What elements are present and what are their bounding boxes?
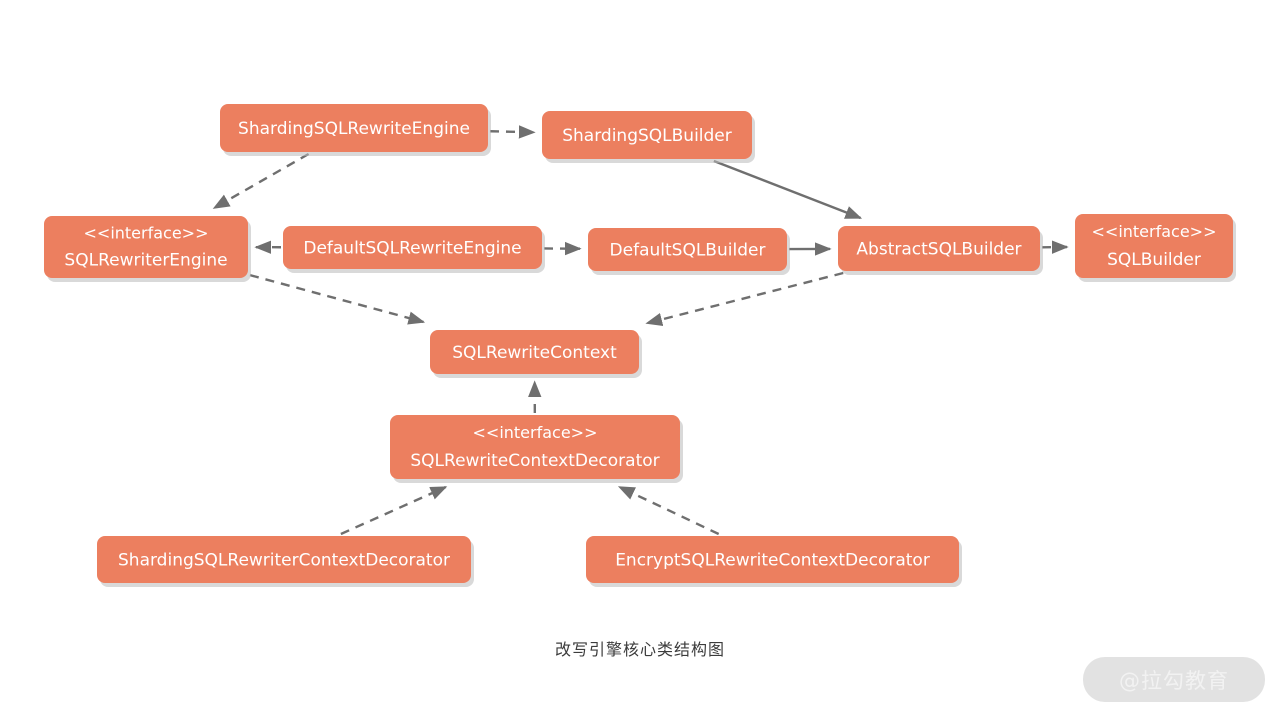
node-box[interactable] — [838, 226, 1040, 271]
class-node-ShardingSQLRewriteEngine[interactable]: ShardingSQLRewriteEngine — [220, 104, 491, 156]
edge-ShardingSQLRewriteEngine-to-SQLRewriterEngine — [212, 152, 310, 210]
node-name: SQLRewriteContextDecorator — [410, 451, 659, 471]
class-node-AbstractSQLBuilder[interactable]: AbstractSQLBuilder — [838, 226, 1043, 275]
node-stereotype: <<interface>> — [1092, 222, 1217, 241]
node-stereotype: <<interface>> — [84, 223, 209, 242]
class-node-SQLRewriteContext[interactable]: SQLRewriteContext — [430, 330, 642, 378]
class-node-SQLRewriterEngine[interactable]: <<interface>> SQLRewriterEngine — [44, 216, 251, 282]
watermark-text: @拉勾教育 — [1119, 668, 1229, 693]
class-node-EncryptSQLRewriteContextDecorator[interactable]: EncryptSQLRewriteContextDecorator — [586, 536, 962, 587]
edge-ShardingSQLBuilder-to-AbstractSQLBuilder — [713, 159, 863, 220]
watermark-badge: @拉勾教育 — [1083, 657, 1265, 702]
edge-ShardingSQLRewriteEngine-to-ShardingSQLBuilder — [489, 125, 536, 139]
edge-AbstractSQLBuilder-to-SQLRewriteContext — [645, 271, 844, 326]
class-node-ShardingSQLRewriterContextDecorator[interactable]: ShardingSQLRewriterContextDecorator — [97, 536, 474, 587]
node-name: ShardingSQLRewriteEngine — [238, 119, 470, 139]
node-name: SQLRewriterEngine — [64, 251, 227, 271]
node-name: DefaultSQLBuilder — [610, 241, 766, 261]
node-box[interactable] — [542, 111, 752, 159]
node-layer: ShardingSQLRewriteEngine ShardingSQLBuild… — [44, 104, 1236, 587]
node-name: ShardingSQLBuilder — [562, 126, 732, 146]
node-box[interactable] — [220, 104, 488, 152]
edge-layer — [212, 125, 1069, 536]
node-box[interactable] — [97, 536, 471, 583]
node-name: ShardingSQLRewriterContextDecorator — [118, 551, 450, 571]
node-name: DefaultSQLRewriteEngine — [303, 239, 521, 259]
node-box[interactable] — [588, 228, 787, 271]
edge-SQLRewriterEngine-to-SQLRewriteContext — [249, 273, 426, 325]
node-stereotype: <<interface>> — [473, 423, 598, 442]
class-node-DefaultSQLBuilder[interactable]: DefaultSQLBuilder — [588, 228, 790, 275]
class-node-SQLRewriteContextDecorator[interactable]: <<interface>> SQLRewriteContextDecorator — [390, 415, 683, 483]
node-box[interactable] — [44, 216, 248, 278]
class-node-SQLBuilder[interactable]: <<interface>> SQLBuilder — [1075, 214, 1236, 282]
class-node-DefaultSQLRewriteEngine[interactable]: DefaultSQLRewriteEngine — [283, 226, 545, 273]
node-name: AbstractSQLBuilder — [856, 240, 1021, 260]
node-name: SQLBuilder — [1107, 250, 1201, 270]
edge-ShardingSQLRewriterContextDecorator-to-SQLRewriteContextDecorator — [340, 485, 448, 536]
node-name: SQLRewriteContext — [452, 343, 617, 363]
node-box[interactable] — [586, 536, 959, 583]
node-box[interactable] — [1075, 214, 1233, 278]
diagram-caption: 改写引擎核心类结构图 — [554, 640, 725, 659]
node-box[interactable] — [430, 330, 639, 374]
node-box[interactable] — [283, 226, 542, 269]
node-box[interactable] — [390, 415, 680, 479]
node-name: EncryptSQLRewriteContextDecorator — [615, 551, 930, 571]
edge-EncryptSQLRewriteContextDecorator-to-SQLRewriteContextDecorator — [617, 485, 720, 536]
class-node-ShardingSQLBuilder[interactable]: ShardingSQLBuilder — [542, 111, 755, 163]
